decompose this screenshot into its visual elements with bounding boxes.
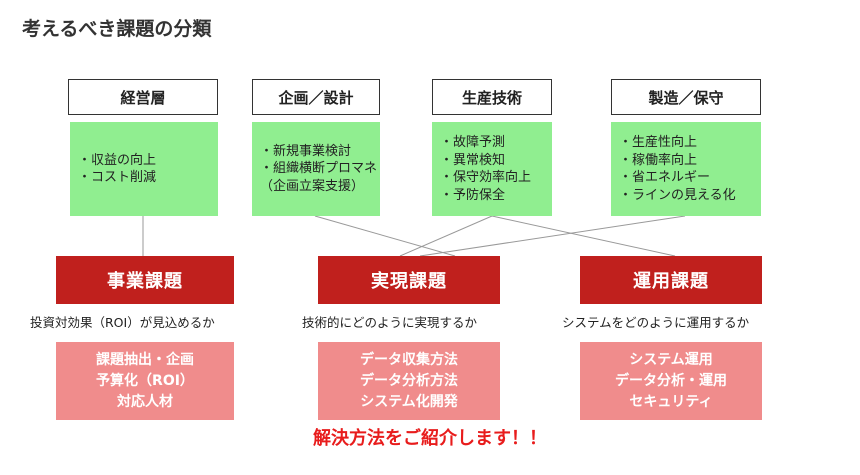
issue-box-implementation: 実現課題 (318, 256, 500, 304)
solution-item: 対応人材 (117, 393, 173, 410)
list-item: ・コスト削減 (78, 170, 157, 185)
role-tasks-management: ・収益の向上 ・コスト削減 (70, 122, 218, 216)
connector-line (314, 215, 456, 257)
list-item: ・異常検知 (440, 152, 506, 168)
list-item: ・予防保全 (440, 187, 506, 203)
issue-question-implementation: 技術的にどのように実現するか (302, 315, 478, 330)
solution-box-business: 課題抽出・企画 予算化（ROI） 対応人材 (56, 342, 234, 420)
role-tasks-manufacturing: ・生産性向上 ・稼働率向上 ・省エネルギー ・ラインの見える化 (611, 122, 761, 216)
solution-item: データ収集方法 (360, 351, 458, 368)
connector-line (399, 215, 493, 257)
list-item: ・省エネルギー (619, 170, 711, 185)
page-title: 考えるべき課題の分類 (22, 18, 212, 40)
list-item: ・生産性向上 (619, 135, 698, 150)
solution-item: 課題抽出・企画 (96, 351, 194, 368)
issue-question-operation: システムをどのように運用するか (562, 315, 750, 330)
issue-question-business: 投資対効果（ROI）が見込めるか (30, 315, 215, 330)
connector-line (419, 215, 686, 257)
list-item: ・保守効率向上 (440, 170, 532, 185)
list-item: ・新規事業検討 (260, 143, 352, 159)
role-header-production-engineering: 生産技術 (432, 79, 552, 115)
list-item: （企画立案支援） (260, 178, 365, 194)
solution-item: システム化開発 (360, 393, 458, 410)
solution-item: セキュリティ (629, 393, 713, 410)
role-header-management: 経営層 (68, 79, 218, 115)
solution-item: データ分析・運用 (615, 372, 727, 389)
list-item: ・組織横断プロマネ (260, 161, 378, 177)
footer-callout: 解決方法をご紹介します！！ (313, 428, 547, 449)
role-tasks-production-engineering: ・故障予測 ・異常検知 ・保守効率向上 ・予防保全 (432, 122, 552, 216)
solution-box-implementation: データ収集方法 データ分析方法 システム化開発 (318, 342, 500, 420)
solution-item: システム運用 (629, 351, 713, 368)
list-item: ・稼働率向上 (619, 152, 698, 168)
role-header-manufacturing: 製造／保守 (611, 79, 761, 115)
connector-line (491, 215, 676, 257)
issue-box-business: 事業課題 (56, 256, 234, 304)
issue-box-operation: 運用課題 (580, 256, 762, 304)
list-item: ・故障予測 (440, 135, 506, 150)
role-header-planning: 企画／設計 (252, 79, 380, 115)
solution-item: データ分析方法 (360, 372, 458, 389)
list-item: ・ラインの見える化 (619, 187, 736, 203)
role-tasks-planning: ・新規事業検討 ・組織横断プロマネ （企画立案支援） (252, 122, 380, 216)
solution-item: 予算化（ROI） (96, 372, 194, 389)
list-item: ・収益の向上 (78, 152, 157, 168)
solution-box-operation: システム運用 データ分析・運用 セキュリティ (580, 342, 762, 420)
